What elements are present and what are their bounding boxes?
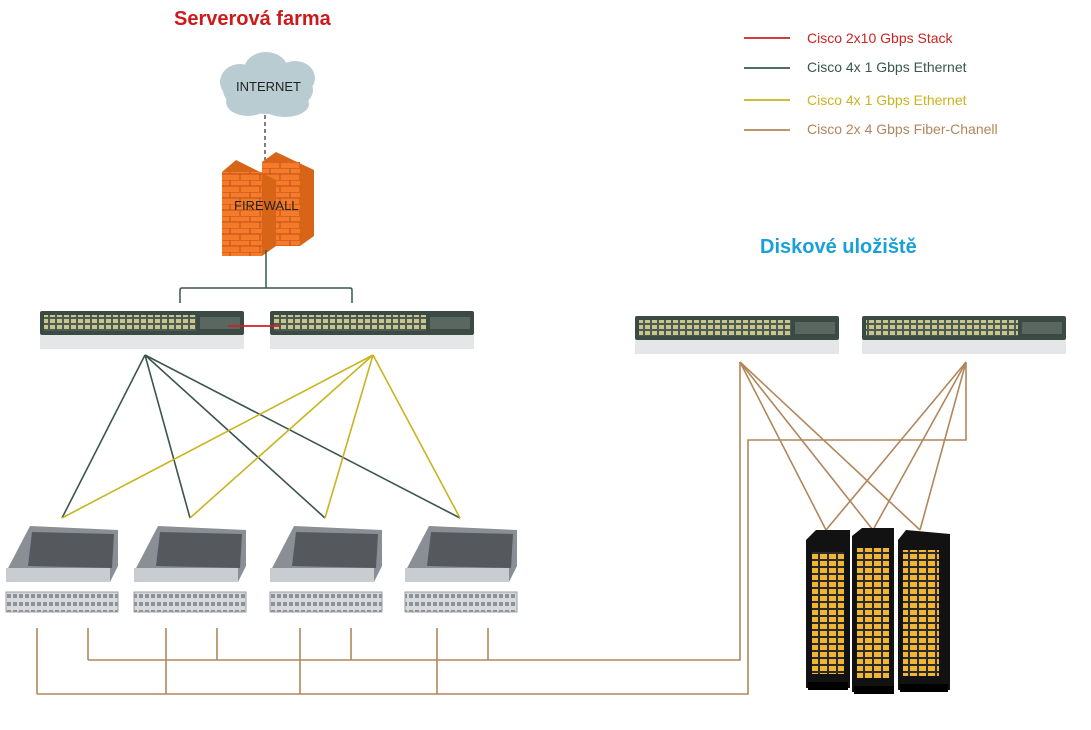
server-2 [133, 526, 247, 613]
legend-item-fiber: Cisco 2x 4 Gbps Fiber-Chanell [807, 121, 998, 137]
fiber-links [36, 361, 967, 695]
storage-rack-1 [806, 530, 850, 690]
legend-item-stack: Cisco 2x10 Gbps Stack [807, 30, 953, 46]
storage-rack-3 [898, 530, 950, 692]
internet-cloud-icon [220, 52, 315, 117]
legend-item-ethernet-yellow: Cisco 4x 1 Gbps Ethernet [807, 92, 967, 108]
storage-title: Diskové uložiště [760, 236, 917, 258]
firewall-label: FIREWALL [234, 198, 299, 213]
storage-switch-2 [862, 316, 1066, 354]
firewall-switch-bracket [179, 287, 353, 303]
internet-label: INTERNET [236, 79, 301, 94]
ethernet-yellow-links [61, 354, 461, 519]
storage-rack-2 [852, 528, 894, 694]
server-3 [269, 526, 383, 613]
server-1 [5, 526, 119, 613]
legend-item-ethernet-dark: Cisco 4x 1 Gbps Ethernet [807, 59, 967, 75]
legend-lines [744, 37, 790, 131]
server-4 [404, 526, 518, 613]
server-farm-title: Serverová farma [174, 8, 331, 30]
ethernet-dark-links [61, 354, 461, 519]
firewall-icon [222, 152, 314, 256]
storage-switch-1 [635, 316, 839, 354]
server-switch-1 [40, 311, 244, 349]
server-switch-2 [270, 311, 474, 349]
